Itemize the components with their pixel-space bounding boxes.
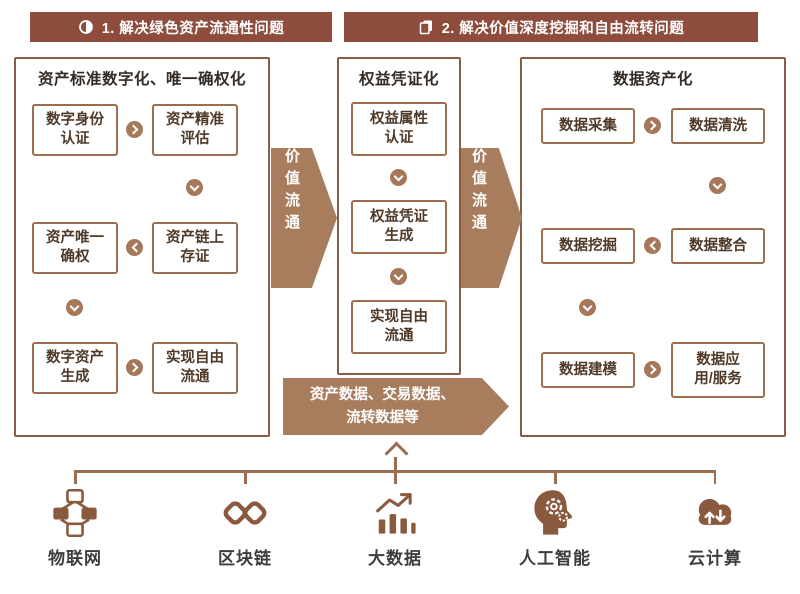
box-digital-identity: 数字身份 认证 [32, 104, 118, 156]
header-banner-2: 2. 解决价值深度挖掘和自由流转问题 [344, 12, 758, 42]
box-rights-attribute: 权益属性 认证 [351, 102, 447, 156]
bus-stub [713, 470, 716, 484]
box-chain-deposit: 资产链上 存证 [152, 222, 238, 274]
clock-icon [78, 19, 94, 35]
box-free-circulation-left: 实现自由 流通 [152, 342, 238, 394]
arrow-down-icon [579, 299, 596, 316]
arrow-right-icon [644, 361, 661, 378]
value-flow-arrow-left: 价值流通 [271, 148, 337, 288]
header-1-label: 1. 解决绿色资产流通性问题 [101, 20, 285, 37]
bus-stub [244, 470, 247, 484]
bus-stub [554, 470, 557, 484]
tech-label-ai: 人工智能 [519, 549, 591, 568]
tech-item-iot: 物联网 [25, 487, 125, 569]
arrow-down-icon [390, 169, 407, 186]
tech-label-blockchain: 区块链 [218, 549, 272, 568]
value-flow-label: 价值流通 [283, 148, 300, 236]
cloud-icon [698, 498, 732, 525]
tech-item-blockchain: 区块链 [195, 487, 295, 569]
box-digital-asset-gen: 数字资产 生成 [32, 342, 118, 394]
left-panel-title: 资产标准数字化、唯一确权化 [37, 71, 246, 88]
box-asset-rights: 资产唯一 确权 [32, 222, 118, 274]
data-flow-label: 资产数据、交易数据、 流转数据等 [309, 387, 455, 426]
iot-icon [53, 488, 97, 538]
box-asset-evaluation: 资产精准 评估 [152, 104, 238, 156]
chevron-up-icon [384, 441, 409, 466]
box-rights-certificate: 权益凭证 生成 [351, 200, 447, 254]
header-2-label: 2. 解决价值深度挖掘和自由流转问题 [441, 20, 685, 37]
tech-label-cloud: 云计算 [688, 549, 742, 568]
box-data-modeling: 数据建模 [541, 352, 635, 388]
box-data-integration: 数据整合 [671, 228, 765, 264]
document-icon [418, 19, 434, 35]
arrow-left-icon [644, 237, 661, 254]
arrow-right-icon [126, 359, 143, 376]
tech-item-cloud: 云计算 [665, 487, 765, 569]
arrow-down-icon [186, 179, 203, 196]
tech-item-ai: 人工智能 [505, 487, 605, 569]
box-free-circulation-mid: 实现自由 流通 [351, 300, 447, 354]
header-banner-1: 1. 解决绿色资产流通性问题 [30, 12, 332, 42]
arrow-down-icon [709, 177, 726, 194]
connector-line [394, 457, 397, 470]
value-flow-arrow-right: 价值流通 [461, 148, 522, 288]
ai-icon [534, 490, 573, 535]
value-flow-label: 价值流通 [470, 148, 487, 236]
arrow-down-icon [66, 299, 83, 316]
middle-panel-title: 权益凭证化 [358, 71, 439, 88]
box-data-collection: 数据采集 [541, 108, 635, 144]
tech-item-bigdata: 大数据 [345, 487, 445, 569]
arrow-down-icon [390, 268, 407, 285]
right-panel-title: 数据资产化 [612, 71, 693, 88]
box-data-cleaning: 数据清洗 [671, 108, 765, 144]
tech-label-iot: 物联网 [48, 549, 102, 568]
arrow-left-icon [126, 239, 143, 256]
bus-stub [74, 470, 77, 484]
arrow-right-icon [126, 121, 143, 138]
box-data-mining: 数据挖掘 [541, 228, 635, 264]
bus-stub [394, 470, 397, 484]
box-data-application: 数据应 用/服务 [671, 342, 765, 398]
arrow-right-icon [644, 117, 661, 134]
data-flow-arrow: 资产数据、交易数据、 流转数据等 [283, 378, 509, 435]
bigdata-icon [376, 493, 416, 534]
blockchain-icon [223, 501, 267, 525]
tech-label-bigdata: 大数据 [368, 549, 422, 568]
